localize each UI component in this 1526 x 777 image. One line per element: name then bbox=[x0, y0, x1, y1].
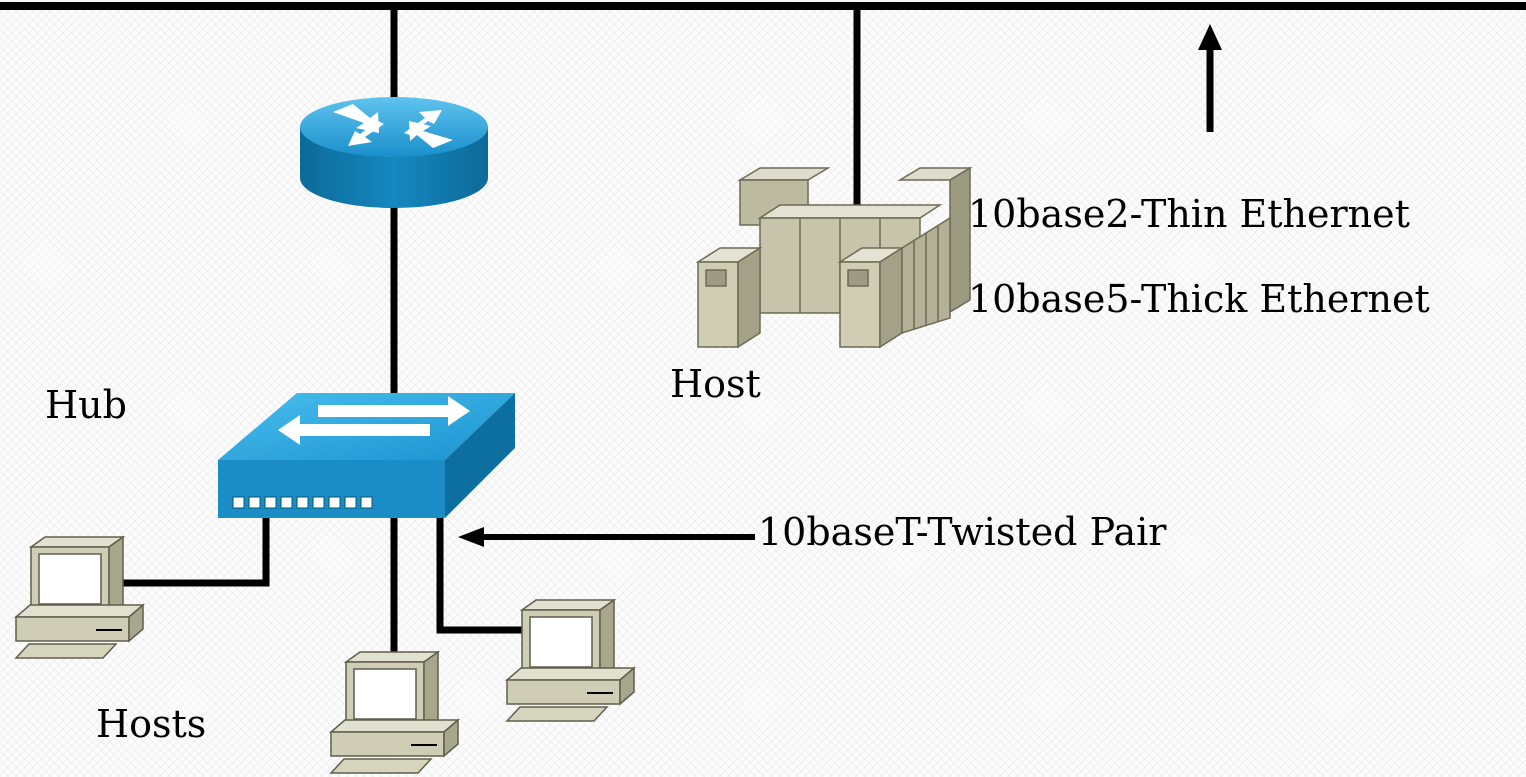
twisted-pair-label: 10baseT-Twisted Pair bbox=[758, 510, 1167, 554]
cable-host-right bbox=[436, 515, 525, 634]
computer-icon bbox=[328, 650, 461, 774]
computer-icon bbox=[504, 598, 637, 722]
twisted-pair-arrow bbox=[458, 527, 755, 547]
hosts-label: Hosts bbox=[96, 702, 207, 746]
hub-icon bbox=[218, 393, 515, 518]
thin-ethernet-label: 10base2-Thin Ethernet bbox=[968, 192, 1410, 236]
hub-label: Hub bbox=[45, 383, 127, 427]
host-label: Host bbox=[670, 362, 761, 406]
cable-host-left bbox=[118, 515, 270, 587]
thick-ethernet-label: 10base5-Thick Ethernet bbox=[968, 277, 1430, 321]
mainframe-icon bbox=[695, 166, 973, 349]
router-icon bbox=[300, 97, 488, 208]
computer-icon bbox=[13, 535, 146, 659]
up-arrow bbox=[1198, 24, 1222, 132]
